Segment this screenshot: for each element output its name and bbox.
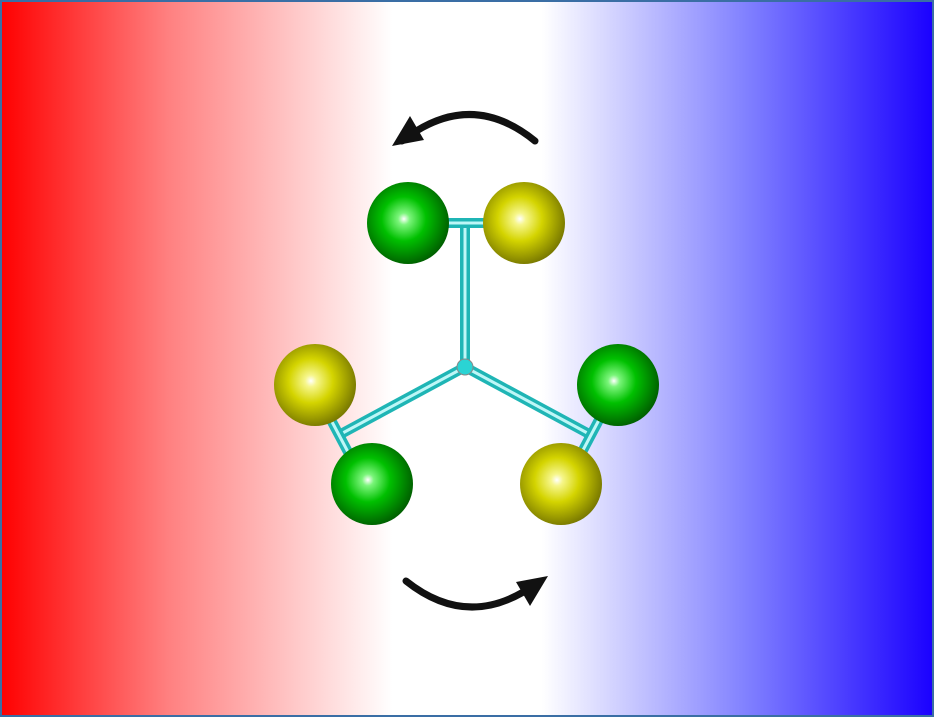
top-rotation-arrow [392, 111, 539, 146]
sphere-green-top [367, 182, 449, 264]
sphere-yellow-top [483, 182, 565, 264]
sphere-yellow-left [274, 344, 356, 426]
rotor-frame [325, 218, 605, 455]
rotor-hub [456, 358, 474, 376]
bottom-rotation-arrow [402, 576, 548, 611]
rotor-rod-right [462, 362, 605, 455]
rotor-spheres [274, 182, 659, 525]
rotor-rod-top [445, 218, 485, 367]
sphere-green-right [577, 344, 659, 426]
sphere-green-left [331, 443, 413, 525]
sphere-yellow-right [520, 443, 602, 525]
rotor-rod-left [325, 362, 468, 455]
